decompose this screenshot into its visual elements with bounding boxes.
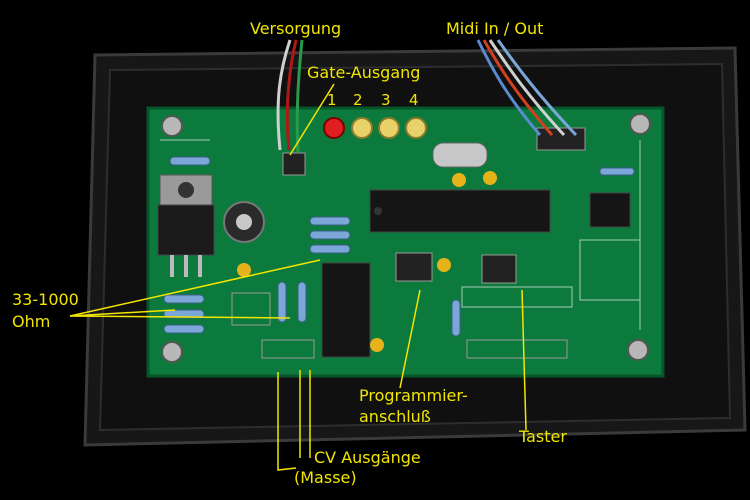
label-programming-line1: Programmier- (359, 386, 468, 405)
wire-cables (276, 39, 578, 153)
label-gate-3: 3 (381, 91, 391, 109)
annotation-lines (69, 83, 527, 471)
pcb (146, 106, 665, 378)
microcontroller-ic (369, 189, 551, 233)
label-programming-line2: anschluß (359, 407, 431, 426)
electrolytic-capacitor (223, 201, 265, 243)
label-taster: Taster (519, 427, 567, 446)
label-gate-1: 1 (327, 91, 337, 109)
shift-register-ic (321, 262, 371, 358)
label-versorgung: Versorgung (250, 19, 342, 38)
label-resistance-line1: 33-1000 (12, 290, 79, 309)
voltage-regulator (157, 174, 215, 277)
label-programming-port: Programmier- anschluß (359, 385, 479, 427)
ceramic-capacitors (237, 171, 497, 352)
label-gate-ausgang: Gate-Ausgang (307, 63, 421, 82)
label-midi-in-out: Midi In / Out (446, 19, 544, 38)
label-gate-2: 2 (353, 91, 363, 109)
resistors (163, 156, 635, 337)
gate-leds (323, 117, 427, 139)
label-cv-ausgaenge: CV Ausgänge (314, 448, 421, 467)
crystal (432, 142, 488, 168)
mounting-screws (161, 113, 651, 363)
optocoupler-ic (589, 192, 631, 228)
pin-headers (231, 127, 586, 359)
silkscreen-markings (160, 139, 641, 330)
label-resistance-line2: Ohm (12, 312, 51, 331)
label-gate-4: 4 (409, 91, 419, 109)
label-resistance: 33-1000 Ohm (12, 289, 102, 333)
label-masse: (Masse) (294, 468, 357, 487)
